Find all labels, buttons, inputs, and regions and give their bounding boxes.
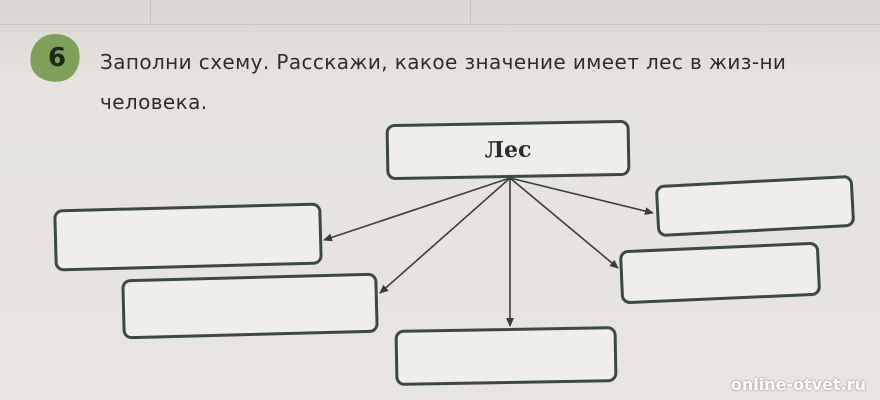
arrow-to-right-top (509, 177, 654, 215)
table-divider (150, 0, 151, 24)
task-number: 6 (47, 43, 67, 73)
center-box-forest: Лес (385, 119, 631, 181)
answer-box-right-top[interactable] (654, 174, 856, 238)
answer-box-left-top[interactable] (53, 202, 323, 272)
center-box-label: Лес (484, 136, 532, 164)
arrow-to-left-bottom (379, 177, 511, 294)
answer-box-right-bottom[interactable] (618, 241, 822, 305)
arrow-to-right-bottom (509, 177, 619, 269)
table-divider (470, 0, 471, 24)
answer-box-bottom[interactable] (394, 326, 618, 386)
arrow-to-left-top (323, 177, 511, 242)
watermark: online-otvet.ru (730, 375, 866, 394)
task-instruction: Заполни схему. Расскажи, какое значение … (100, 50, 787, 114)
answer-box-left-bottom[interactable] (121, 272, 379, 340)
previous-table-edge (0, 0, 880, 25)
